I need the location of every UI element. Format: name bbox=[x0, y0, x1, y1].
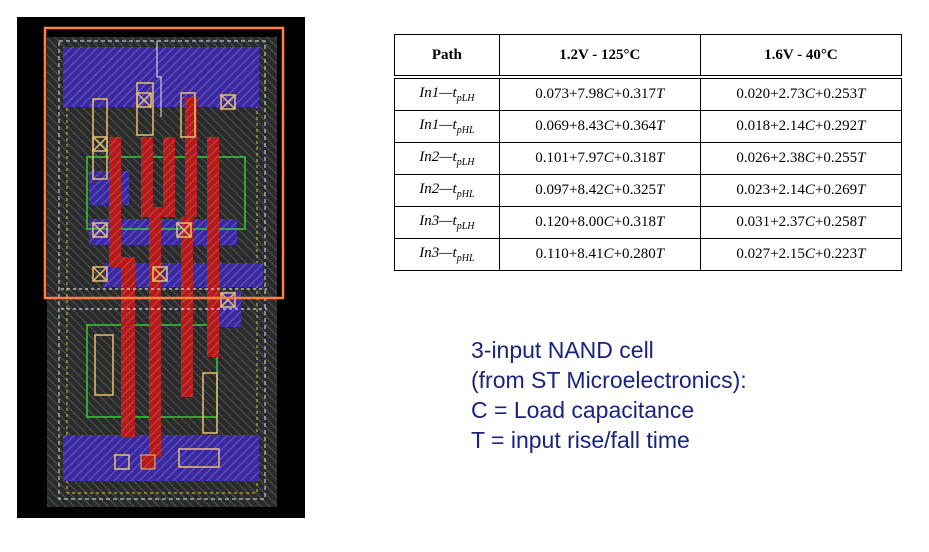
output-net bbox=[156, 41, 162, 117]
cold-corner-equation: 0.020+2.73C+0.253T bbox=[699, 76, 903, 111]
nwell-outline bbox=[43, 26, 285, 300]
path-cell: In2—tpLH bbox=[394, 142, 500, 175]
contact-column-2 bbox=[136, 82, 154, 136]
path-delay-symbol: —t bbox=[439, 213, 457, 229]
cold-corner-equation: 0.026+2.38C+0.255T bbox=[699, 142, 903, 175]
path-cell: In2—tpHL bbox=[394, 174, 500, 207]
caption-line-2: (from ST Microelectronics): bbox=[471, 367, 747, 393]
path-input: In1 bbox=[419, 85, 440, 101]
cell-boundary bbox=[58, 40, 266, 500]
poly-gate-in3 bbox=[181, 97, 197, 397]
path-delay-subscript: pHL bbox=[456, 189, 475, 200]
contact-column-3 bbox=[180, 92, 196, 138]
header-path: Path bbox=[394, 34, 500, 78]
path-cell: In3—tpLH bbox=[394, 206, 500, 239]
header-hot-corner: 1.2V - 125°C bbox=[498, 34, 701, 78]
table-header-row: Path 1.2V - 125°C 1.6V - 40°C bbox=[394, 34, 903, 78]
caption-line-1: 3-input NAND cell bbox=[471, 337, 654, 363]
cell-layout-image bbox=[17, 17, 305, 518]
path-delay-symbol: —t bbox=[439, 85, 457, 101]
contacts bbox=[92, 92, 236, 470]
contact-column-5 bbox=[202, 372, 218, 434]
inner-boundary bbox=[66, 48, 258, 494]
path-input: In3 bbox=[419, 213, 440, 229]
cold-corner-equation: 0.023+2.14C+0.269T bbox=[699, 174, 903, 207]
path-delay-symbol: —t bbox=[439, 245, 457, 261]
contact-column-4 bbox=[94, 334, 114, 396]
caption-line-3: C = Load capacitance bbox=[471, 397, 695, 423]
path-cell: In1—tpLH bbox=[394, 76, 500, 111]
path-cell: In1—tpHL bbox=[394, 110, 500, 143]
path-delay-symbol: —t bbox=[439, 181, 457, 197]
path-delay-subscript: pHL bbox=[456, 253, 475, 264]
hot-corner-equation: 0.120+8.00C+0.318T bbox=[498, 206, 701, 239]
cold-corner-equation: 0.027+2.15C+0.223T bbox=[699, 238, 903, 271]
hot-corner-equation: 0.110+8.41C+0.280T bbox=[498, 238, 701, 271]
hot-corner-equation: 0.069+8.43C+0.364T bbox=[498, 110, 701, 143]
path-delay-subscript: pLH bbox=[456, 221, 475, 232]
path-delay-symbol: —t bbox=[439, 117, 457, 133]
caption-line-4: T = input rise/fall time bbox=[471, 427, 690, 453]
poly-contact bbox=[140, 454, 156, 470]
path-input: In2 bbox=[419, 181, 440, 197]
cold-corner-equation: 0.031+2.37C+0.258T bbox=[699, 206, 903, 239]
path-delay-subscript: pLH bbox=[456, 93, 475, 104]
caption: 3-input NAND cell (from ST Microelectron… bbox=[471, 335, 911, 455]
hot-corner-equation: 0.073+7.98C+0.317T bbox=[498, 76, 701, 111]
hot-corner-equation: 0.101+7.97C+0.318T bbox=[498, 142, 701, 175]
nand3-layout-drawing bbox=[43, 26, 285, 507]
path-delay-symbol: —t bbox=[439, 149, 457, 165]
path-delay-subscript: pHL bbox=[456, 125, 475, 136]
path-cell: In3—tpHL bbox=[394, 238, 500, 271]
cold-corner-equation: 0.018+2.14C+0.292T bbox=[699, 110, 903, 143]
path-delay-subscript: pLH bbox=[456, 157, 475, 168]
path-input: In3 bbox=[419, 245, 440, 261]
hot-corner-equation: 0.097+8.42C+0.325T bbox=[498, 174, 701, 207]
header-cold-corner: 1.6V - 40°C bbox=[699, 34, 903, 78]
poly-gate-in1 bbox=[109, 137, 135, 437]
path-input: In1 bbox=[419, 117, 440, 133]
poly-gate-in4 bbox=[207, 137, 219, 357]
path-input: In2 bbox=[419, 149, 440, 165]
